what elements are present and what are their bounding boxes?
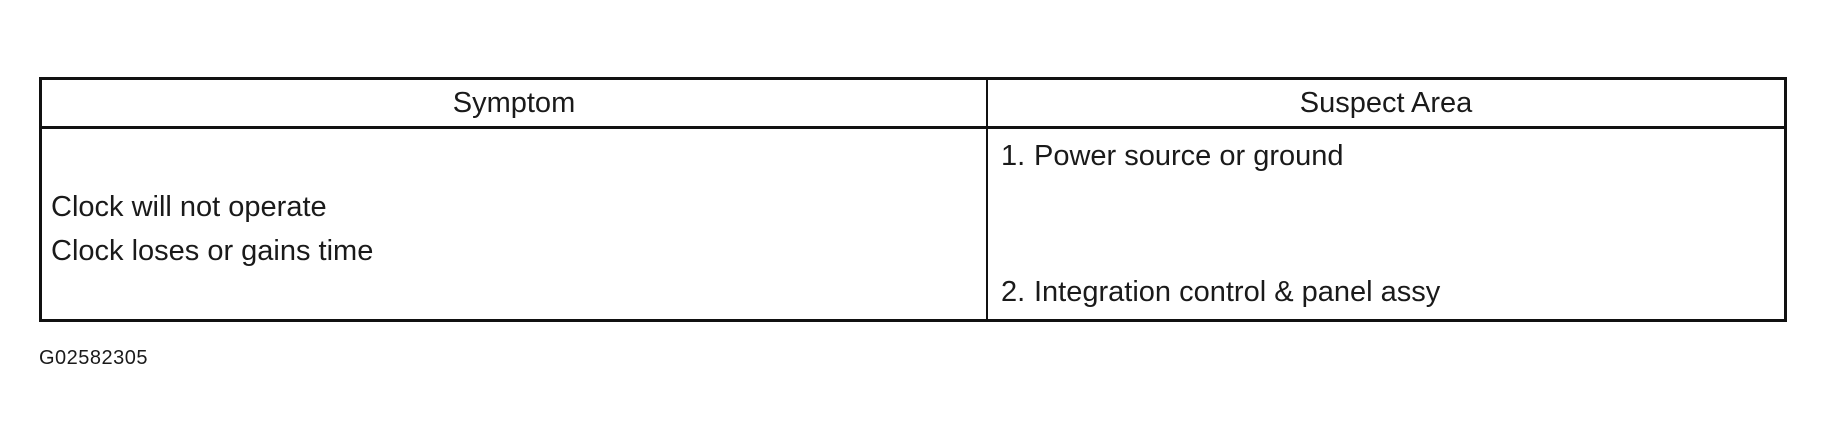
column-divider xyxy=(986,80,988,319)
header-suspect-area: Suspect Area xyxy=(1299,87,1473,119)
suspect-area-number: 2. xyxy=(1001,276,1026,308)
suspect-area-item: 2.Integration control & panel assy xyxy=(1001,276,1440,309)
symptom-cell: Clock loses or gains time xyxy=(51,235,374,267)
suspect-area-item: 1.Power source or ground xyxy=(1001,140,1344,173)
symptom-table: Symptom Suspect Area Clock will not oper… xyxy=(39,77,1787,322)
header-symptom: Symptom xyxy=(452,87,576,119)
header-divider xyxy=(42,126,1784,129)
suspect-area-number: 1. xyxy=(1001,140,1026,172)
figure-code: G02582305 xyxy=(39,347,149,369)
suspect-area-text: Integration control & panel assy xyxy=(1034,276,1441,308)
symptom-cell: Clock will not operate xyxy=(51,191,327,223)
suspect-area-text: Power source or ground xyxy=(1034,140,1344,172)
